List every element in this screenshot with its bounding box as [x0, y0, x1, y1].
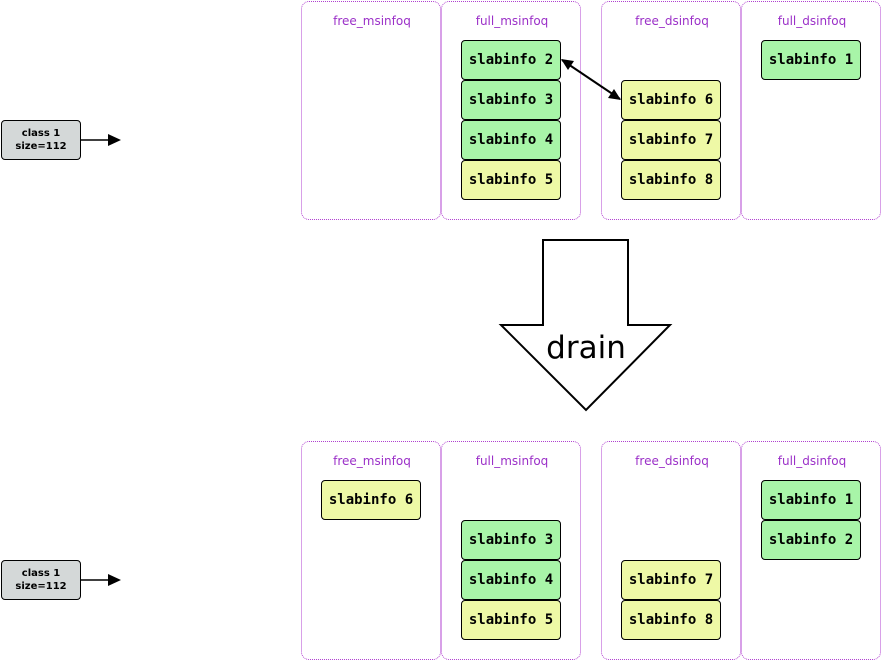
top-slabinfo-3: slabinfo 3 [461, 80, 561, 120]
top-slabinfo-6: slabinfo 6 [621, 80, 721, 120]
bottom-class-line: class 1 [21, 568, 61, 579]
top-slabinfo-5: slabinfo 5 [461, 160, 561, 200]
bottom-class-pointer-arrow [81, 574, 121, 586]
top-class-line: class 1 [21, 128, 61, 139]
bottom-slabinfo-1: slabinfo 1 [761, 480, 861, 520]
bottom-free-msinfoq-label: free_msinfoq [333, 454, 411, 468]
top-full-msinfoq-queue: full_msinfoq [441, 1, 581, 220]
bottom-slabinfo-7: slabinfo 7 [621, 560, 721, 600]
top-free-dsinfoq-queue: free_dsinfoq [601, 1, 741, 220]
top-free-dsinfoq-label: free_dsinfoq [635, 14, 709, 28]
top-slabinfo-2: slabinfo 2 [461, 40, 561, 80]
top-slabinfo-1: slabinfo 1 [761, 40, 861, 80]
bottom-slabinfo-8: slabinfo 8 [621, 600, 721, 640]
top-class-box: class 1 size=112 [1, 120, 81, 160]
top-full-msinfoq-label: full_msinfoq [475, 14, 549, 28]
bottom-full-msinfoq-label: full_msinfoq [475, 454, 549, 468]
swap-arrow [561, 59, 621, 100]
bottom-size-line: size=112 [15, 581, 67, 592]
bottom-state: class 1 size=112 free_msinfoq full_msinf… [0, 435, 881, 660]
bottom-slabinfo-2: slabinfo 2 [761, 520, 861, 560]
drain-arrow [498, 239, 673, 412]
top-free-msinfoq-queue: free_msinfoq [301, 1, 441, 220]
top-state: class 1 size=112 free_msinfoq full_msinf… [0, 0, 881, 225]
bottom-slabinfo-6: slabinfo 6 [321, 480, 421, 520]
top-slabinfo-7: slabinfo 7 [621, 120, 721, 160]
top-slabinfo-4: slabinfo 4 [461, 120, 561, 160]
bottom-slabinfo-3: slabinfo 3 [461, 520, 561, 560]
bottom-free-dsinfoq-label: free_dsinfoq [635, 454, 709, 468]
top-slabinfo-8: slabinfo 8 [621, 160, 721, 200]
top-size-line: size=112 [15, 141, 67, 152]
top-free-msinfoq-label: free_msinfoq [333, 14, 411, 28]
bottom-class-box: class 1 size=112 [1, 560, 81, 600]
top-full-dsinfoq-label: full_dsinfoq [777, 14, 847, 28]
bottom-slabinfo-4: slabinfo 4 [461, 560, 561, 600]
top-class-pointer-arrow [81, 134, 121, 146]
drain-label: drain [546, 330, 626, 366]
bottom-slabinfo-5: slabinfo 5 [461, 600, 561, 640]
bottom-full-dsinfoq-label: full_dsinfoq [777, 454, 847, 468]
